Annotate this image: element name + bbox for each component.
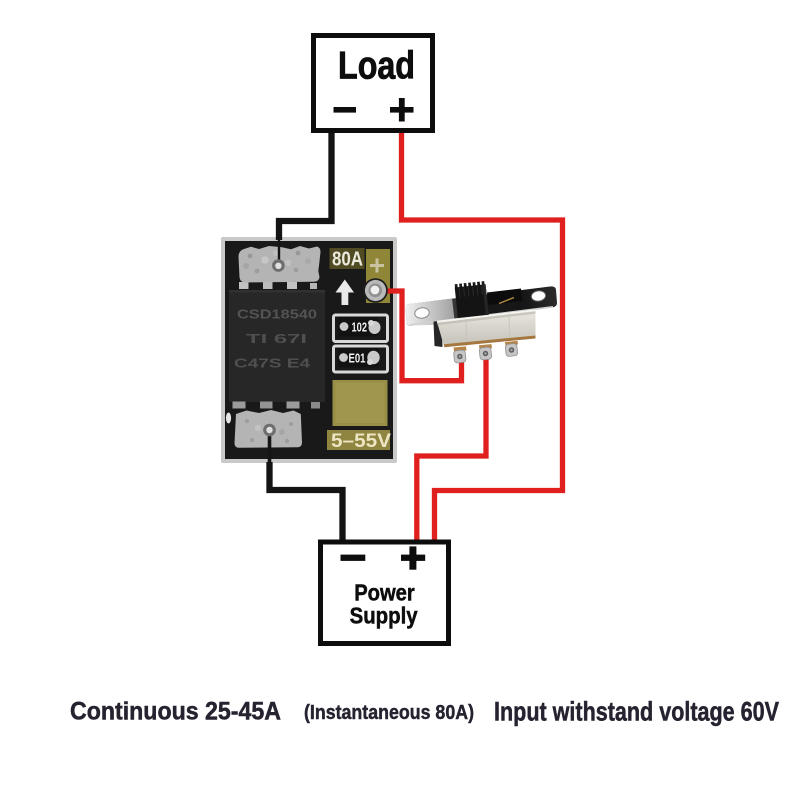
svg-text:E01: E01 xyxy=(349,352,366,366)
svg-text:(Instantaneous 80A): (Instantaneous 80A) xyxy=(304,702,474,724)
svg-text:Continuous 25-45A: Continuous 25-45A xyxy=(70,698,281,726)
svg-text:TI 67I: TI 67I xyxy=(246,332,307,346)
svg-text:80A: 80A xyxy=(332,249,363,271)
svg-text:Supply: Supply xyxy=(350,603,418,629)
svg-text:102: 102 xyxy=(352,321,368,335)
svg-text:5–55V: 5–55V xyxy=(331,431,391,452)
svg-text:Input withstand voltage 60V: Input withstand voltage 60V xyxy=(494,697,779,727)
svg-text:CSD18540: CSD18540 xyxy=(237,308,317,322)
svg-text:C47S E4: C47S E4 xyxy=(234,357,310,371)
svg-text:Load: Load xyxy=(338,45,415,88)
svg-text:Power: Power xyxy=(354,580,415,606)
